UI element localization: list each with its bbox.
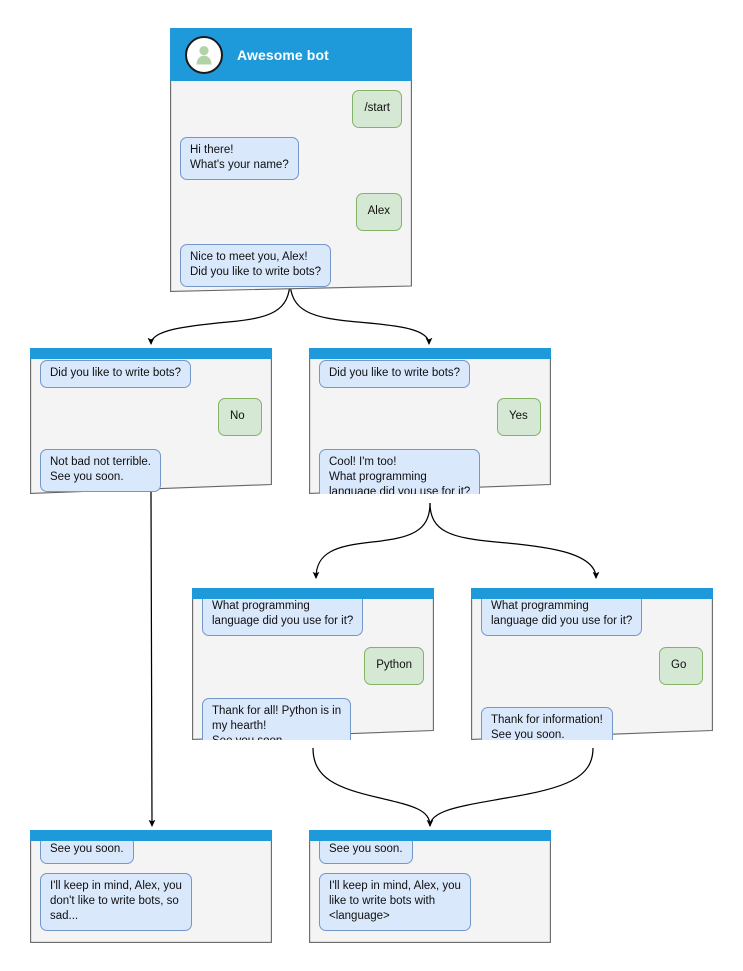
bot-message-bubble: What programming language did you use fo…	[481, 593, 643, 636]
user-message-bubble: No	[218, 397, 262, 436]
card-header-strip	[30, 348, 272, 359]
card-go-branch-content: What programming language did you use fo…	[471, 588, 713, 740]
user-message-bubble: Python	[364, 646, 424, 685]
message-row: Yes	[319, 397, 541, 436]
bot-message-bubble: Not bad not terrible. See you soon.	[40, 448, 162, 492]
card-yes-branch-content: Did you like to write bots? Yes Cool! I'…	[309, 348, 551, 494]
message-row: Did you like to write bots?	[40, 360, 262, 388]
edge-no-to-end-no	[148, 490, 156, 827]
message-row: What programming language did you use fo…	[202, 593, 424, 636]
message-row: /start	[180, 90, 402, 128]
card-root-content: Awesome bot /start Hi there! What's your…	[170, 28, 412, 292]
edge-python-to-end-yes	[312, 747, 434, 827]
message-row: Hi there! What's your name?	[180, 136, 402, 180]
card-python-branch-content: What programming language did you use fo…	[192, 588, 434, 740]
message-row: What programming language did you use fo…	[481, 593, 703, 636]
bot-message-bubble: I'll keep in mind, Alex, you don't like …	[40, 872, 192, 931]
root-message-list: /start Hi there! What's your name? Alex …	[170, 90, 412, 292]
card-root[interactable]: Awesome bot /start Hi there! What's your…	[170, 28, 412, 292]
user-message-bubble: Alex	[355, 192, 402, 231]
card-no-branch[interactable]: Did you like to write bots? No Not bad n…	[30, 348, 272, 494]
bot-message-bubble: Cool! I'm too! What programming language…	[319, 448, 481, 494]
bot-name-label: Awesome bot	[237, 46, 329, 63]
message-row: Go	[481, 646, 703, 685]
message-row: Alex	[180, 192, 402, 231]
message-list: See you soon. I'll keep in mind, Alex, y…	[309, 836, 551, 940]
message-row: I'll keep in mind, Alex, you don't like …	[40, 872, 262, 931]
message-list: Did you like to write bots? Yes Cool! I'…	[309, 360, 551, 494]
card-end-yes-content: See you soon. I'll keep in mind, Alex, y…	[309, 830, 551, 943]
message-row: Thank for information! See you soon.	[481, 706, 703, 740]
card-python-branch[interactable]: What programming language did you use fo…	[192, 588, 434, 740]
edge-yes-to-python	[312, 502, 431, 579]
card-header-strip	[309, 348, 551, 359]
message-list: What programming language did you use fo…	[192, 593, 434, 740]
card-no-branch-content: Did you like to write bots? No Not bad n…	[30, 348, 272, 494]
card-yes-branch[interactable]: Did you like to write bots? Yes Cool! I'…	[309, 348, 551, 494]
message-row: Not bad not terrible. See you soon.	[40, 448, 262, 492]
edge-yes-to-go	[429, 502, 600, 579]
bot-message-bubble: Did you like to write bots?	[40, 360, 192, 388]
bot-message-bubble: Did you like to write bots?	[319, 360, 471, 388]
message-list: Did you like to write bots? No Not bad n…	[30, 360, 272, 494]
card-header-strip	[192, 588, 434, 599]
bot-header-bar: Awesome bot	[170, 28, 412, 81]
message-row: Nice to meet you, Alex! Did you like to …	[180, 243, 402, 287]
message-row: Thank for all! Python is in my hearth! S…	[202, 697, 424, 740]
card-end-yes[interactable]: See you soon. I'll keep in mind, Alex, y…	[309, 830, 551, 943]
message-row: Python	[202, 646, 424, 685]
edge-go-to-end-yes	[429, 747, 594, 827]
bot-message-bubble: Thank for all! Python is in my hearth! S…	[202, 697, 352, 740]
message-row: Cool! I'm too! What programming language…	[319, 448, 541, 494]
card-go-branch[interactable]: What programming language did you use fo…	[471, 588, 713, 740]
card-header-strip	[471, 588, 713, 599]
person-avatar-icon	[185, 35, 223, 74]
card-end-no-content: See you soon. I'll keep in mind, Alex, y…	[30, 830, 272, 943]
card-end-no[interactable]: See you soon. I'll keep in mind, Alex, y…	[30, 830, 272, 943]
user-message-bubble: Go	[659, 646, 703, 685]
message-row: No	[40, 397, 262, 436]
bot-message-bubble: I'll keep in mind, Alex, you like to wri…	[319, 872, 471, 931]
message-list: See you soon. I'll keep in mind, Alex, y…	[30, 836, 272, 940]
user-message-bubble: Yes	[497, 397, 541, 436]
bot-message-bubble: Nice to meet you, Alex! Did you like to …	[180, 243, 332, 287]
message-list: What programming language did you use fo…	[471, 593, 713, 740]
bot-message-bubble: Hi there! What's your name?	[180, 136, 299, 180]
bot-message-bubble: Thank for information! See you soon.	[481, 706, 613, 740]
message-row: Did you like to write bots?	[319, 360, 541, 388]
user-message-bubble: /start	[352, 90, 402, 128]
card-header-strip	[30, 830, 272, 841]
card-header-strip	[309, 830, 551, 841]
message-row: I'll keep in mind, Alex, you like to wri…	[319, 872, 541, 931]
bot-message-bubble: What programming language did you use fo…	[202, 593, 364, 636]
